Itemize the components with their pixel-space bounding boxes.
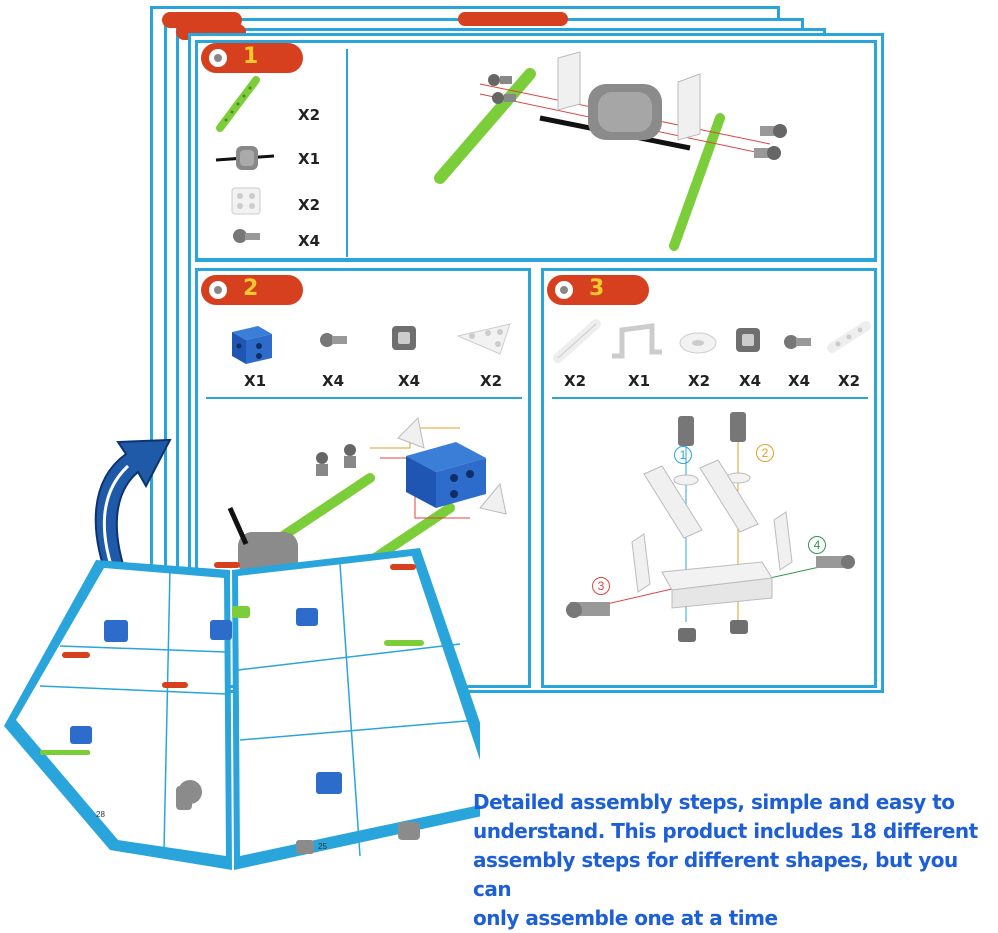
- screw-icon: [320, 333, 347, 347]
- qty-label: X1: [298, 150, 321, 168]
- booklet-page-number-right: 25: [318, 842, 327, 851]
- parts-divider: [346, 49, 348, 257]
- qty-label: X4: [398, 372, 421, 390]
- qty-label: X2: [564, 372, 587, 390]
- screw-icon: [784, 335, 811, 349]
- callout-4: 4: [808, 536, 826, 554]
- step-1-badge: 1: [201, 43, 303, 73]
- product-caption: Detailed assembly steps, simple and easy…: [473, 790, 978, 930]
- qty-label: X2: [298, 106, 321, 124]
- green-beam-icon: [216, 76, 260, 132]
- step-3-assembly-illustration: [566, 412, 855, 642]
- step-2-badge: 2: [201, 275, 303, 305]
- parts-divider: [552, 397, 868, 399]
- short-beam-icon: [827, 321, 871, 353]
- qty-label: X2: [298, 196, 321, 214]
- qty-label: X1: [628, 372, 651, 390]
- white-beam-icon: [553, 319, 601, 363]
- white-plate-icon: [231, 187, 261, 215]
- motor-icon: [215, 146, 275, 170]
- callout-3: 3: [592, 577, 610, 595]
- screw-icon: [233, 229, 260, 243]
- step-3-badge: 3: [547, 275, 649, 305]
- qty-label: X1: [244, 372, 267, 390]
- sheet-tab: [458, 12, 568, 26]
- qty-label: X2: [688, 372, 711, 390]
- qty-label: X4: [298, 232, 321, 250]
- qty-label: X4: [739, 372, 762, 390]
- triangle-plate-icon: [456, 323, 511, 355]
- square-nut-icon: [736, 328, 760, 352]
- callout-1: 1: [674, 446, 692, 464]
- square-nut-icon: [392, 326, 416, 350]
- washer-icon: [679, 332, 717, 354]
- parts-divider: [206, 397, 522, 399]
- bracket-icon: [612, 323, 662, 359]
- qty-label: X4: [788, 372, 811, 390]
- callout-2: 2: [756, 444, 774, 462]
- qty-label: X2: [480, 372, 503, 390]
- qty-label: X2: [838, 372, 861, 390]
- blue-cube-icon: [232, 326, 272, 364]
- booklet-page-number-left: 28: [96, 810, 105, 819]
- instruction-booklet-image: [4, 548, 480, 870]
- qty-label: X4: [322, 372, 345, 390]
- step-1-assembly-illustration: [434, 51, 787, 251]
